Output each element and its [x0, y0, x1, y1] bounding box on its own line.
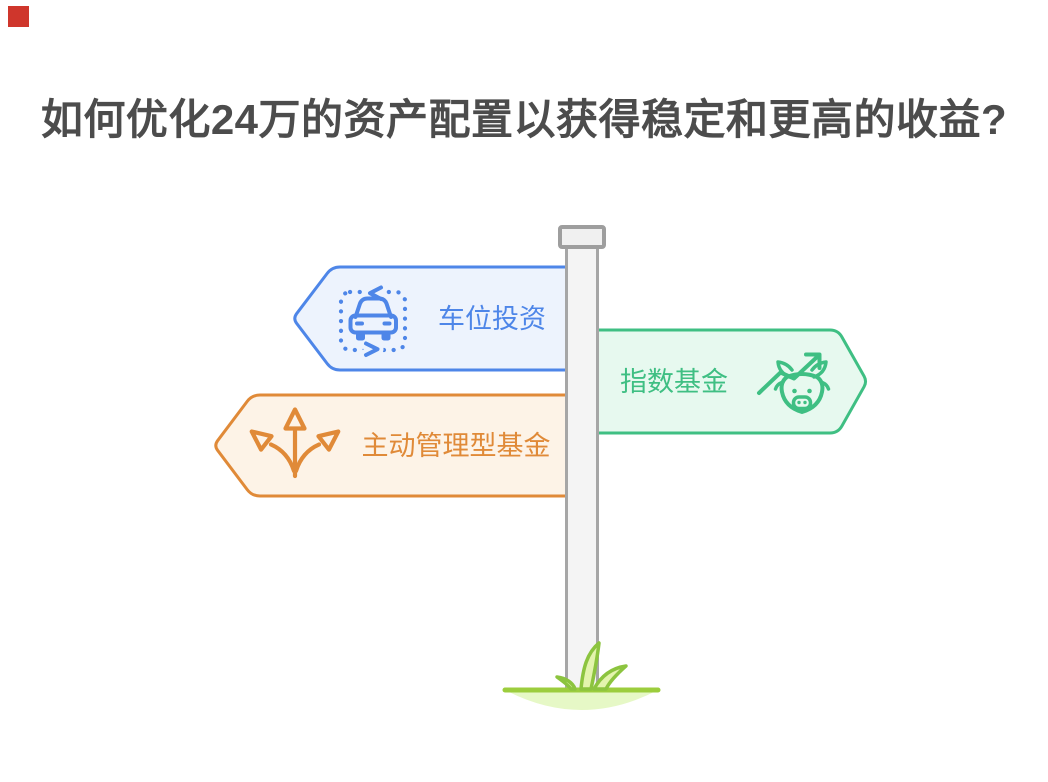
- car-swap-icon: [338, 281, 408, 361]
- bull-nostril-left: [797, 400, 801, 405]
- bull-eye-right: [807, 388, 812, 394]
- branch-curve-right: [293, 442, 322, 474]
- bull-eye-left: [792, 388, 797, 394]
- branch-arrowhead-left: [249, 429, 274, 452]
- red-square-marker: [8, 6, 29, 27]
- signpost-pole: [565, 241, 599, 692]
- car-wheel-left: [356, 332, 365, 341]
- sign-label-parking: 车位投资: [438, 304, 546, 334]
- bull-head: [779, 372, 825, 414]
- car-cabin: [353, 296, 393, 319]
- bull-horn-right: [810, 360, 828, 379]
- sign-label-index-fund: 指数基金: [620, 367, 728, 397]
- sign-label-active-fund: 主动管理型基金: [362, 431, 551, 461]
- bull-horn-left: [776, 360, 794, 379]
- sign-index-fund: 指数基金: [581, 328, 868, 435]
- arrow-right-icon: [364, 341, 380, 357]
- branch-arrows-icon: [249, 407, 341, 479]
- ground-mound: [505, 690, 658, 710]
- car-body: [348, 313, 398, 335]
- signpost-pole-cap: [558, 225, 606, 249]
- branch-curve-left: [268, 442, 297, 474]
- grass-blade-left: [555, 675, 577, 691]
- grass-blade-center: [579, 641, 601, 691]
- bull-ears: [773, 380, 831, 391]
- car-wheel-right: [381, 332, 391, 341]
- bull-nostril-right: [803, 400, 807, 405]
- grass-blade-right: [592, 664, 628, 691]
- branch-arrowhead-right: [316, 429, 341, 452]
- branch-arrowhead-up: [283, 407, 307, 431]
- grass-tuft: [555, 641, 628, 691]
- bull-muzzle: [791, 395, 813, 411]
- ground: [502, 641, 661, 710]
- page-title: 如何优化24万的资产配置以获得稳定和更高的收益?: [40, 96, 1008, 143]
- bull-trend-icon: [757, 352, 831, 414]
- sign-active-fund: 主动管理型基金: [214, 393, 585, 498]
- sign-parking: 车位投资: [293, 265, 585, 372]
